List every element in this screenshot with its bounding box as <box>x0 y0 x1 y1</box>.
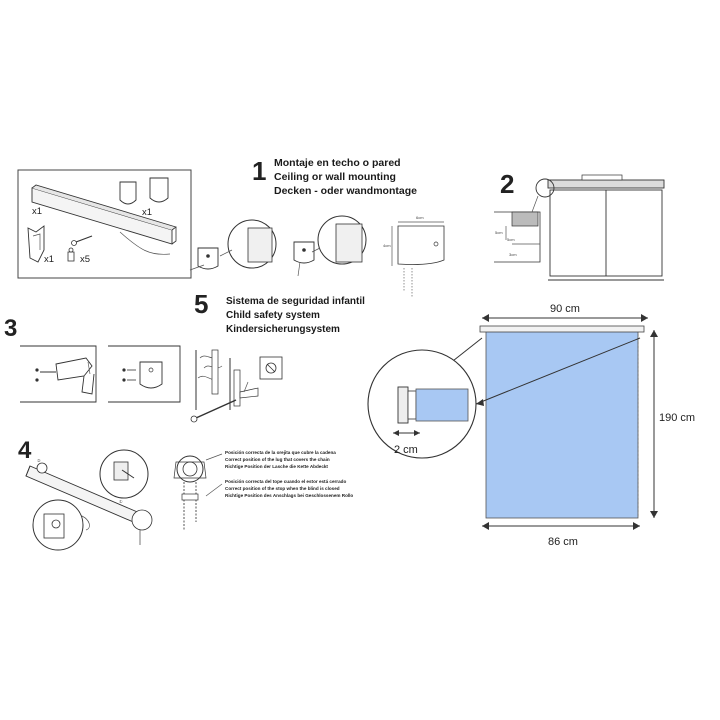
parts-box: x1 x1 x1 x5 <box>17 169 192 279</box>
chain-note-bottom-de: Richtige Position des Anschlags bei Gesc… <box>225 493 353 498</box>
clip-illustration <box>27 225 45 263</box>
step-2-detail-callout: 5cm 5cm 3cm <box>494 178 555 263</box>
chain-note-bottom-en: Correct position of the stop when the bl… <box>225 486 340 491</box>
chain-note-top-es: Posición correcta de la orejita que cubr… <box>225 450 336 455</box>
bracket-quantity: x1 <box>142 207 152 218</box>
window-frame-illustration <box>547 174 665 281</box>
step-2-number: 2 <box>500 169 514 199</box>
chain-stop-illustration <box>173 453 223 530</box>
height-label: 190 cm <box>659 412 695 424</box>
step-5-title-en: Child safety system <box>226 310 320 321</box>
rail-insertion-illustration: ② ① <box>25 449 153 551</box>
step-2-label-a: 5cm <box>495 230 503 235</box>
top-width-label: 90 cm <box>550 303 580 315</box>
step-5-number: 5 <box>194 289 208 319</box>
callout-2: ② <box>37 458 41 463</box>
offset-label: 2 cm <box>394 444 418 456</box>
blind-dimension-drawing: 90 cm 190 cm 86 cm 2 cm <box>367 303 695 548</box>
callout-1: ① <box>119 499 123 504</box>
screw-quantity: x5 <box>80 254 90 265</box>
blind-fabric <box>485 329 639 519</box>
step-1-number: 1 <box>252 156 266 186</box>
step-3-number: 3 <box>4 315 17 342</box>
child-safety-illustration <box>190 349 283 423</box>
step-2-label-b: 5cm <box>507 237 515 242</box>
step-1-title-en: Ceiling or wall mounting <box>274 171 396 183</box>
bottom-width-label: 86 cm <box>548 536 578 548</box>
step-1-title-es: Montaje en techo o pared <box>274 157 401 169</box>
bracket-depth-label: 4cm <box>383 243 391 248</box>
drill-illustration <box>20 345 97 403</box>
step-1-title-de: Decken - oder wandmontage <box>274 185 417 197</box>
bracket-illustration <box>119 177 169 205</box>
step-5-title-de: Kindersicherungsystem <box>226 324 340 335</box>
bracket-width-label: 6cm <box>416 215 424 220</box>
clip-quantity: x1 <box>44 254 54 265</box>
step-2-label-c: 3cm <box>509 252 517 257</box>
chain-note-top-en: Correct position of the lug that covers … <box>225 457 330 462</box>
ceiling-mount-illustration <box>293 215 367 277</box>
rail-quantity: x1 <box>32 206 42 217</box>
bracket-screwed-illustration <box>108 345 181 403</box>
chain-note-top-de: Richtige Position der Lasche die Kette A… <box>225 464 328 469</box>
roller-rail-illustration <box>31 184 177 255</box>
step-4-number: 4 <box>18 437 32 464</box>
screw-illustration <box>67 235 93 262</box>
wall-mount-illustration <box>189 219 277 271</box>
chain-note-bottom-es: Posición correcta del tope cuando el est… <box>225 479 346 484</box>
step-5-title-es: Sistema de seguridad infantil <box>226 296 365 307</box>
bracket-dimension-illustration: 6cm 4cm <box>383 215 445 298</box>
